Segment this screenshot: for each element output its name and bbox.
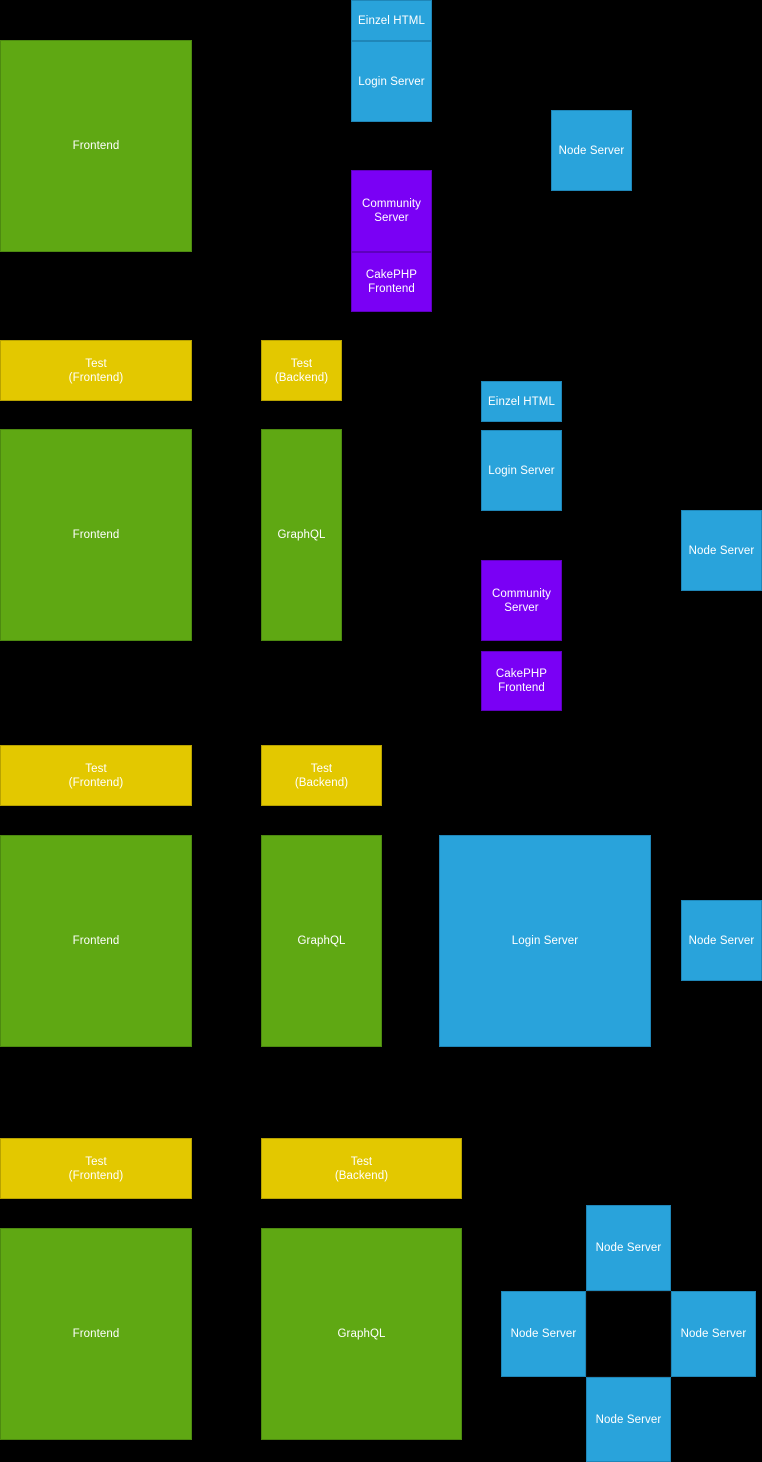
- s4-node-server-center: [586, 1291, 671, 1377]
- s3-graphql-label: GraphQL: [297, 935, 346, 947]
- s1-node-server-label: Node Server: [558, 144, 625, 157]
- s2-community-server[interactable]: Community Server: [481, 560, 562, 641]
- s1-community-server-label: Community Server: [361, 198, 422, 224]
- s2-graphql[interactable]: GraphQL: [261, 429, 342, 641]
- s1-cakephp-frontend[interactable]: CakePHP Frontend: [351, 252, 432, 312]
- s1-node-server[interactable]: Node Server: [551, 110, 632, 191]
- s1-cakephp-frontend-label: CakePHP Frontend: [365, 269, 418, 295]
- s4-node-server-top[interactable]: Node Server: [586, 1205, 671, 1291]
- s4-test-frontend[interactable]: Test (Frontend): [0, 1138, 192, 1199]
- s1-login-server[interactable]: Login Server: [351, 41, 432, 122]
- s3-node-server-label: Node Server: [688, 934, 755, 947]
- s2-login-server[interactable]: Login Server: [481, 430, 562, 511]
- s3-test-frontend-label: Test (Frontend): [68, 762, 124, 789]
- s1-community-server[interactable]: Community Server: [351, 170, 432, 252]
- s2-community-server-label: Community Server: [491, 587, 552, 614]
- s4-node-server-right[interactable]: Node Server: [671, 1291, 756, 1377]
- s3-graphql[interactable]: GraphQL: [261, 835, 382, 1047]
- s4-node-server-bottom[interactable]: Node Server: [586, 1377, 671, 1462]
- s3-frontend[interactable]: Frontend: [0, 835, 192, 1047]
- s1-einzel-html[interactable]: Einzel HTML: [351, 0, 432, 41]
- s2-test-backend-label: Test (Backend): [274, 357, 329, 384]
- s3-login-server-label: Login Server: [511, 935, 579, 947]
- s1-login-server-label: Login Server: [358, 75, 425, 88]
- s2-einzel-html[interactable]: Einzel HTML: [481, 381, 562, 422]
- s2-node-server-label: Node Server: [688, 544, 755, 557]
- s4-test-backend-label: Test (Backend): [334, 1155, 389, 1182]
- s2-test-backend[interactable]: Test (Backend): [261, 340, 342, 401]
- s2-frontend-label: Frontend: [72, 529, 120, 541]
- s2-graphql-label: GraphQL: [277, 529, 326, 541]
- s3-test-backend[interactable]: Test (Backend): [261, 745, 382, 806]
- s4-frontend[interactable]: Frontend: [0, 1228, 192, 1440]
- s4-node-server-left-label: Node Server: [510, 1328, 577, 1340]
- s2-node-server[interactable]: Node Server: [681, 510, 762, 591]
- s4-test-frontend-label: Test (Frontend): [68, 1155, 124, 1182]
- s2-cakephp-frontend-label: CakePHP Frontend: [495, 668, 548, 694]
- s2-einzel-html-label: Einzel HTML: [488, 395, 555, 408]
- s3-login-server[interactable]: Login Server: [439, 835, 651, 1047]
- s4-frontend-label: Frontend: [72, 1328, 120, 1340]
- s2-test-frontend-label: Test (Frontend): [68, 357, 124, 384]
- s2-frontend[interactable]: Frontend: [0, 429, 192, 641]
- s3-frontend-label: Frontend: [72, 935, 120, 947]
- s1-einzel-html-label: Einzel HTML: [358, 14, 425, 27]
- s2-cakephp-frontend[interactable]: CakePHP Frontend: [481, 651, 562, 711]
- s4-test-backend[interactable]: Test (Backend): [261, 1138, 462, 1199]
- s2-login-server-label: Login Server: [488, 464, 555, 477]
- s4-node-server-top-label: Node Server: [595, 1242, 662, 1254]
- s3-test-frontend[interactable]: Test (Frontend): [0, 745, 192, 806]
- s1-frontend-label: Frontend: [72, 140, 120, 152]
- s3-test-backend-label: Test (Backend): [294, 762, 349, 789]
- s4-node-server-bottom-label: Node Server: [595, 1413, 662, 1426]
- s1-frontend[interactable]: Frontend: [0, 40, 192, 252]
- s4-graphql[interactable]: GraphQL: [261, 1228, 462, 1440]
- s4-graphql-label: GraphQL: [337, 1328, 386, 1340]
- s4-node-server-right-label: Node Server: [680, 1328, 747, 1340]
- s4-node-server-left[interactable]: Node Server: [501, 1291, 586, 1377]
- s2-test-frontend[interactable]: Test (Frontend): [0, 340, 192, 401]
